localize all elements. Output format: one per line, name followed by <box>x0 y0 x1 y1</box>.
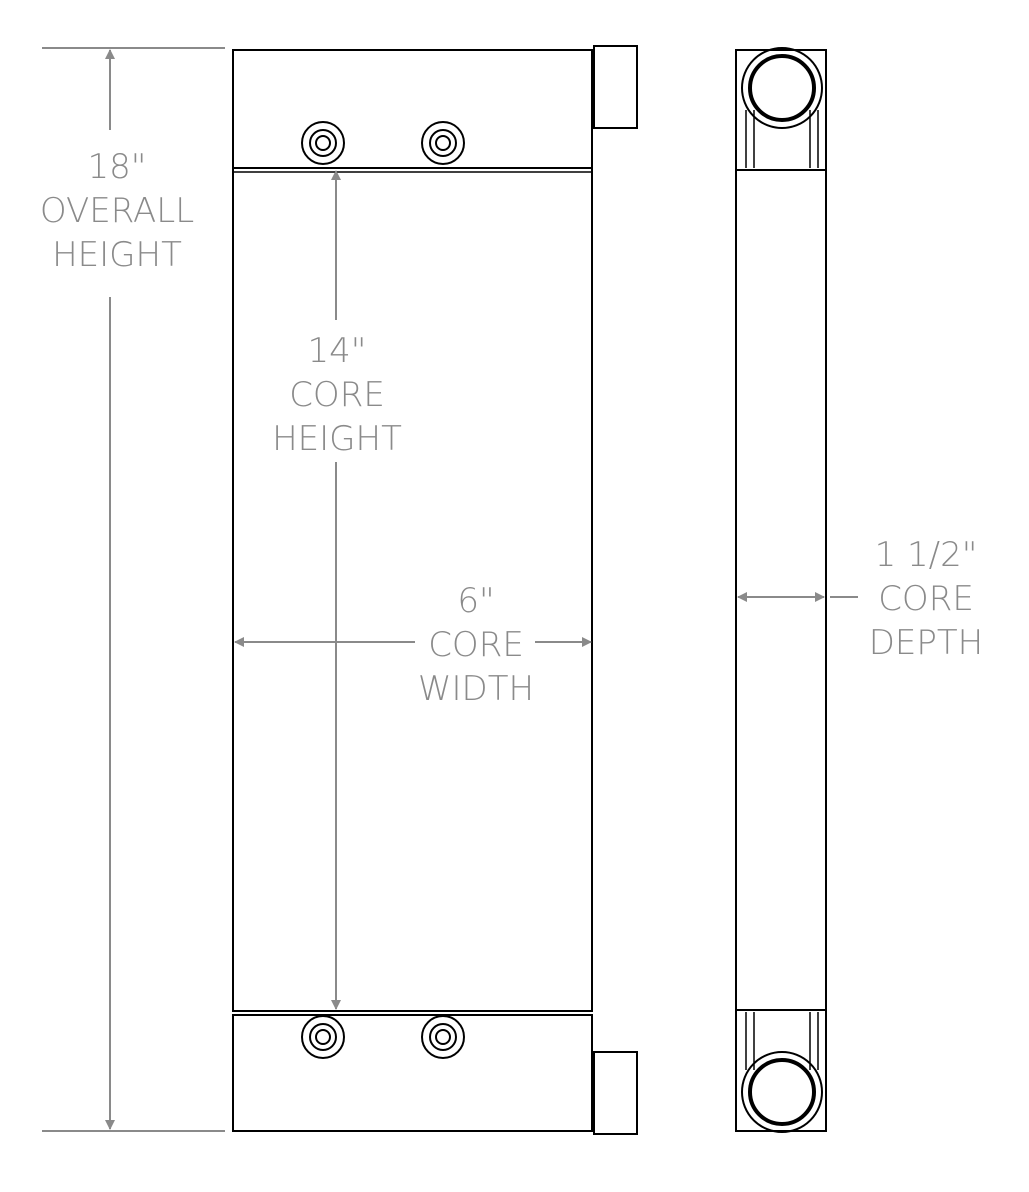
core-depth-label: 1 1/2" CORE DEPTH <box>869 535 984 663</box>
side-bottom-header <box>735 1009 827 1132</box>
core-width-label: 6" CORE WIDTH <box>418 581 534 709</box>
core-depth-line2: DEPTH <box>869 623 984 663</box>
core <box>232 167 593 1012</box>
core-width-line2: WIDTH <box>418 669 534 709</box>
top-fitting <box>593 45 638 129</box>
overall-height-value: 18" <box>88 147 147 187</box>
bolt-bottom-right <box>421 1015 465 1059</box>
bolt-top-right <box>421 121 465 165</box>
side-core <box>735 169 827 1011</box>
core-height-line1: CORE <box>289 375 385 415</box>
bottom-port <box>741 1051 823 1133</box>
core-height-label: 14" CORE HEIGHT <box>272 331 402 459</box>
bottom-tank <box>232 1014 593 1132</box>
bolt-top-left <box>301 121 345 165</box>
top-port <box>741 47 823 129</box>
overall-height-line2: HEIGHT <box>52 235 182 275</box>
bottom-fitting <box>593 1051 638 1135</box>
top-tank <box>232 49 593 169</box>
core-height-line2: HEIGHT <box>272 419 402 459</box>
core-depth-line1: CORE <box>878 579 974 619</box>
core-width-value: 6" <box>457 581 494 621</box>
front-view <box>232 45 638 1135</box>
overall-height-line1: OVERALL <box>40 191 194 231</box>
overall-height-label: 18" OVERALL HEIGHT <box>40 147 194 275</box>
core-height-value: 14" <box>308 331 367 371</box>
core-depth-value: 1 1/2" <box>875 535 978 575</box>
core-width-line1: CORE <box>428 625 524 665</box>
dimension-lines <box>42 47 858 1132</box>
side-view <box>735 47 827 1133</box>
bolt-bottom-left <box>301 1015 345 1059</box>
